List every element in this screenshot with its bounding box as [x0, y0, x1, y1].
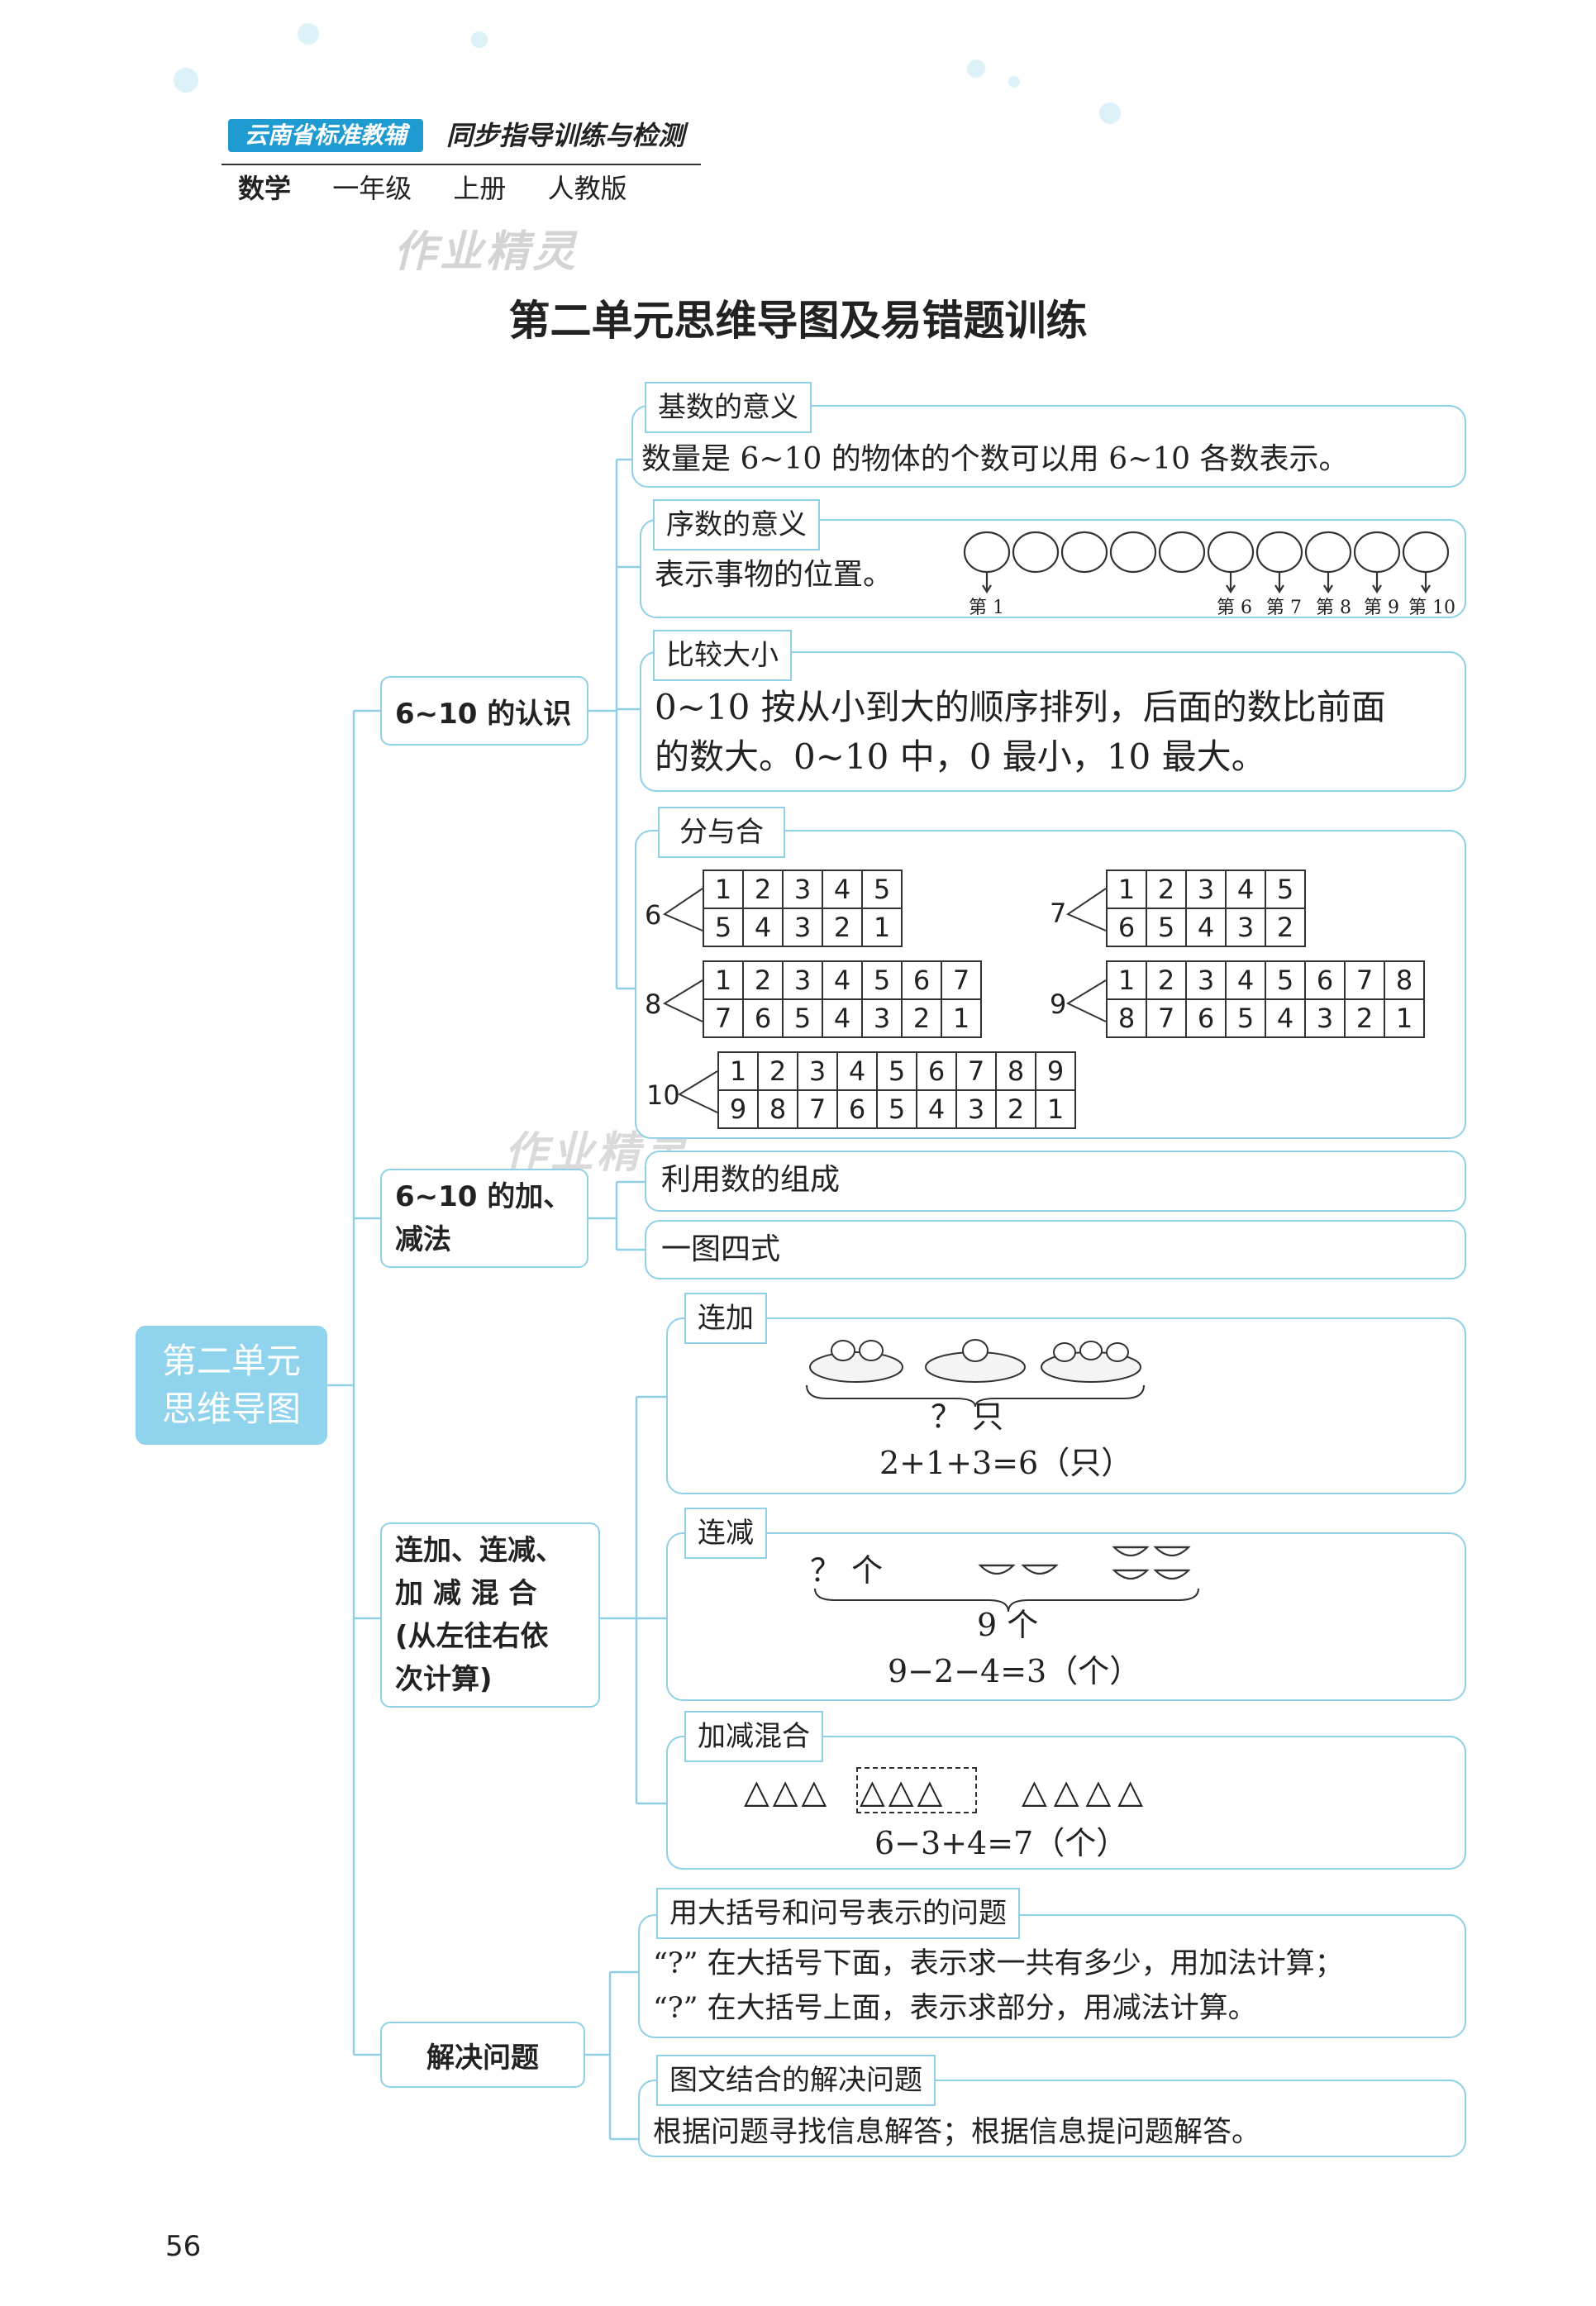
- edition: 人教版: [547, 173, 627, 204]
- sub-chain-box: [666, 1532, 1466, 1701]
- ordinal-label: 第 1: [969, 598, 1004, 618]
- one-figure-text: 一图四式: [661, 1232, 781, 1266]
- category-add-subtract: 6~10 的加、 减法: [380, 1169, 588, 1268]
- sub-chain-formula: 9−2−4=3（个）: [888, 1653, 1141, 1689]
- picture-problem-tag: 图文结合的解决问题: [656, 2055, 936, 2106]
- category-recognition: 6~10 的认识: [380, 676, 588, 746]
- split-number: 9: [1050, 989, 1067, 1020]
- triangles-group-2: △△△: [860, 1773, 946, 1811]
- ordinal-label: 第 9: [1364, 598, 1399, 618]
- bracket-line-1: “?” 在大括号下面，表示求一共有多少，用加法计算；: [653, 1947, 1344, 1980]
- one-figure-box: 一图四式: [645, 1220, 1466, 1279]
- subject: 数学: [238, 173, 292, 204]
- triangles-group-3: △△△△: [1022, 1773, 1151, 1811]
- split-tag: 分与合: [658, 807, 785, 858]
- cardinal-text: 数量是 6~10 的物体的个数可以用 6~10 各数表示。: [641, 442, 1349, 476]
- sub-chain-total: 9 个: [977, 1607, 1039, 1643]
- snow-decoration: [471, 31, 488, 48]
- book-info: 数学 一年级 上册 人教版: [238, 169, 660, 208]
- bowls-illustration: [814, 1546, 1199, 1613]
- compare-tag: 比较大小: [653, 630, 792, 681]
- split-number: 6: [645, 899, 662, 931]
- volume: 上册: [453, 173, 507, 204]
- bracket-line-2: “?” 在大括号上面，表示求部分，用减法计算。: [653, 1992, 1257, 2025]
- split-number: 8: [645, 989, 662, 1020]
- dashed-selection-box: [856, 1767, 977, 1813]
- mixed-op-formula: 6−3+4=7（个）: [874, 1825, 1128, 1861]
- sub-chain-tag: 连减: [684, 1508, 767, 1559]
- watermark: 作业精灵: [393, 227, 579, 277]
- sub-chain-question: ？ 个: [810, 1552, 884, 1589]
- use-composition-box: 利用数的组成: [645, 1151, 1466, 1212]
- compare-line-2: 的数大。0~10 中，0 最小，10 最大。: [655, 736, 1266, 777]
- add-chain-formula: 2+1+3=6（只）: [879, 1445, 1133, 1481]
- cardinal-tag: 基数的意义: [645, 382, 812, 433]
- ordinal-label: 第 10: [1408, 598, 1455, 618]
- ordinal-label: 第 6: [1217, 598, 1252, 618]
- ordinal-circles: [963, 531, 1450, 594]
- page-number: 56: [165, 2230, 202, 2263]
- snow-decoration: [1008, 76, 1020, 88]
- ordinal-tag: 序数的意义: [653, 499, 820, 550]
- header-divider: [222, 164, 701, 165]
- use-composition-text: 利用数的组成: [661, 1163, 841, 1197]
- snow-decoration: [298, 23, 319, 45]
- split-number: 10: [646, 1079, 680, 1111]
- page-title: 第二单元思维导图及易错题训练: [508, 297, 1088, 345]
- grade: 一年级: [332, 173, 412, 204]
- ordinal-label: 第 8: [1316, 598, 1351, 618]
- frogs-on-lily-pads-illustration: [806, 1339, 1145, 1407]
- picture-problem-text: 根据问题寻找信息解答；根据信息提问题解答。: [653, 2116, 1261, 2149]
- add-chain-question: ？ 只: [931, 1398, 1004, 1435]
- compare-line-1: 0~10 按从小到大的顺序排列，后面的数比前面: [655, 687, 1386, 727]
- category-problem-solving: 解决问题: [380, 2022, 585, 2088]
- snow-decoration: [967, 60, 985, 78]
- ordinal-text: 表示事物的位置。: [655, 558, 893, 592]
- snow-decoration: [174, 68, 198, 93]
- category-mixed-operations: 连加、连减、 加 减 混 合 (从左往右依 次计算): [380, 1522, 600, 1708]
- add-chain-tag: 连加: [684, 1293, 767, 1344]
- ordinal-label: 第 7: [1266, 598, 1302, 618]
- publisher-logo: 云南省标准教辅: [228, 119, 423, 152]
- snow-decoration: [1099, 102, 1121, 124]
- mixed-op-tag: 加减混合: [684, 1711, 823, 1762]
- split-number: 7: [1050, 898, 1067, 929]
- triangles-group-1: △△△: [744, 1773, 831, 1811]
- series-name: 同步指导训练与检测: [446, 120, 685, 151]
- bracket-tag: 用大括号和问号表示的问题: [656, 1888, 1020, 1939]
- mind-map-root: 第二单元 思维导图: [136, 1326, 327, 1445]
